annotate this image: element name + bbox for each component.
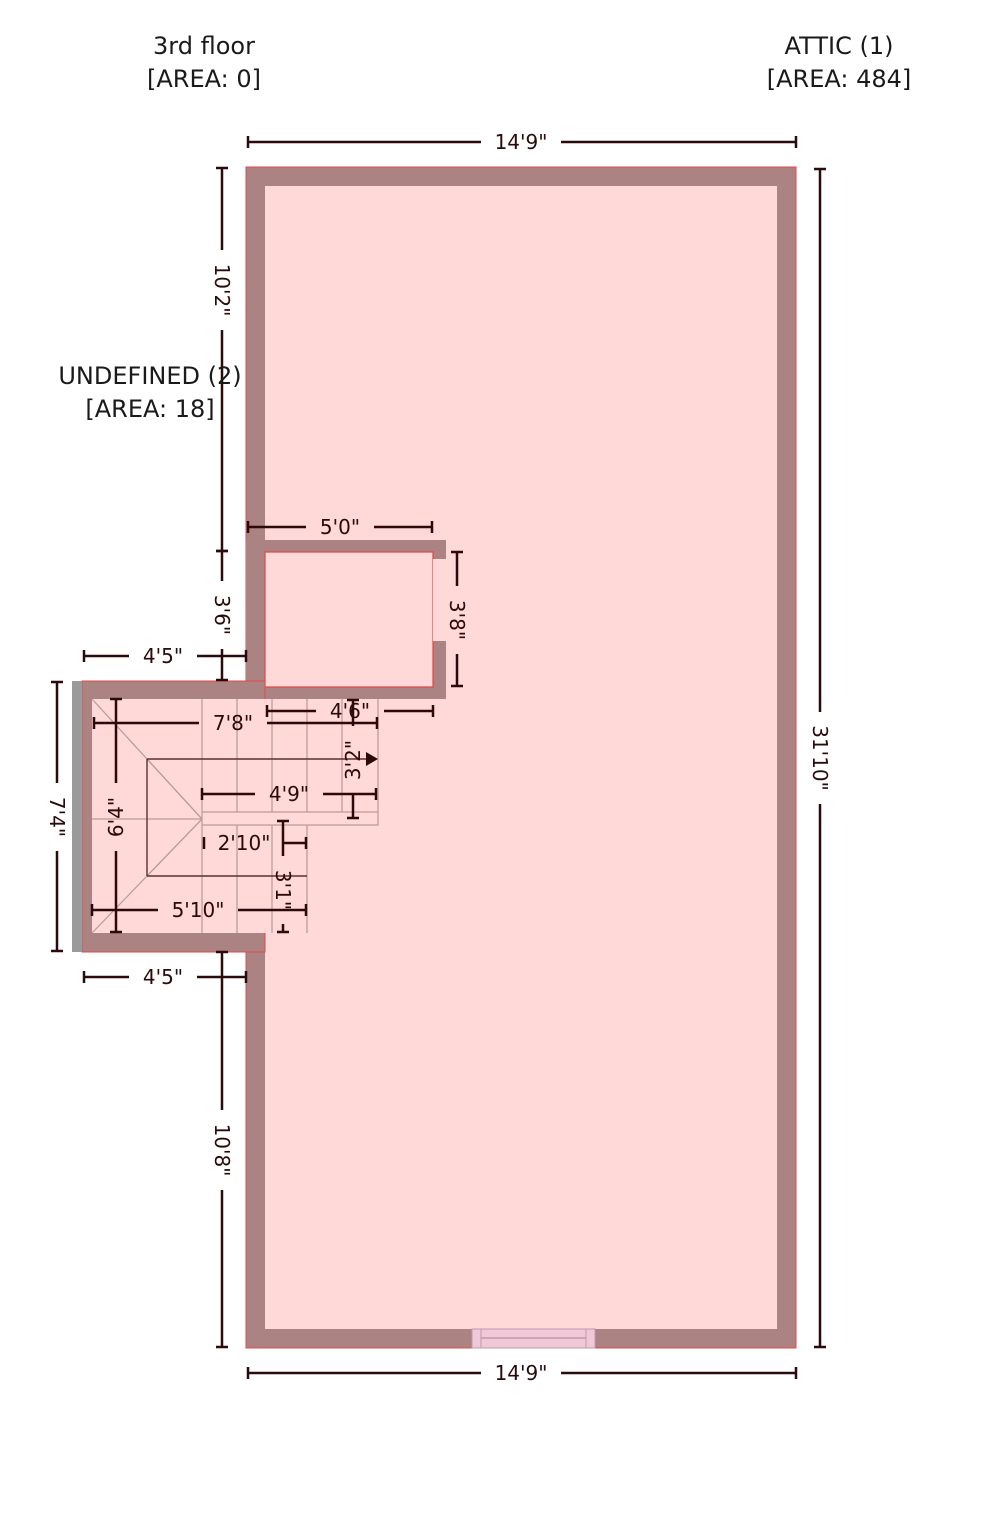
dimension-label: 3'2" <box>341 740 365 780</box>
walls <box>72 166 797 1349</box>
dimension-label: 10'2" <box>210 264 234 317</box>
stair-room-join <box>246 699 446 933</box>
dimension-label: 3'6" <box>210 595 234 635</box>
stair-line <box>146 758 203 820</box>
dimension-line: 4'5" <box>82 644 248 668</box>
dimension-line: 14'9" <box>246 130 798 154</box>
dimension-label: 3'8" <box>445 600 469 640</box>
dimension-label: 5'0" <box>320 515 360 539</box>
dimension-line: 10'2" <box>210 166 234 553</box>
undefined-room-name: UNDEFINED (2) <box>58 362 241 390</box>
dimension-line: 5'10" <box>90 898 308 922</box>
stair-direction-arrow-icon <box>366 752 378 766</box>
closet-floor[interactable] <box>264 551 434 688</box>
dimension-line: 7'4" <box>45 680 69 953</box>
dimension-label: 4'6" <box>330 699 370 723</box>
attic-room-area: [AREA: 484] <box>767 65 912 93</box>
dimension-label: 4'5" <box>143 965 183 989</box>
floor-name: 3rd floor <box>153 32 255 60</box>
dimension-line: 7'8" <box>92 711 379 735</box>
dimension-label: 3'1" <box>271 870 295 910</box>
dimension-line: 4'6" <box>265 699 435 723</box>
closet-opening <box>433 559 446 641</box>
dimension-label: 4'9" <box>269 782 309 806</box>
dimension-label: 5'10" <box>172 898 225 922</box>
dimension-line: 10'8" <box>210 950 234 1349</box>
dimension-label: 6'4" <box>104 797 128 837</box>
dimension-label: 14'9" <box>495 1361 548 1385</box>
dimension-line: 5'0" <box>246 515 434 539</box>
dimension-line: 6'4" <box>104 697 128 934</box>
dimension-label: 7'8" <box>213 711 253 735</box>
dimension-label: 4'5" <box>143 644 183 668</box>
dimension-label: 7'4" <box>45 797 69 837</box>
dimension-line: 3'8" <box>445 550 469 688</box>
window[interactable] <box>471 1328 596 1349</box>
dimension-line: 4'9" <box>200 782 378 806</box>
attic-room-name: ATTIC (1) <box>785 32 894 60</box>
floor-area: [AREA: 0] <box>147 65 261 93</box>
stair-line <box>146 818 203 877</box>
dimension-line: 2'10" <box>202 831 308 855</box>
undefined-room-area: [AREA: 18] <box>85 395 214 423</box>
dimension-line: 3'1" <box>271 819 295 934</box>
dimension-label: 10'8" <box>210 1124 234 1177</box>
dimension-label: 2'10" <box>218 831 271 855</box>
dimension-line: 14'9" <box>246 1361 798 1385</box>
dimension-line: 3'2" <box>341 698 365 820</box>
dimensions: 14'9" 14'9" 31'10" 10'2" 3'6" 4'5" 4'5" 7'4" 5'0… <box>45 130 832 1385</box>
dimension-label: 14'9" <box>495 130 548 154</box>
dimension-line: 31'10" <box>808 167 832 1349</box>
dimension-label: 31'10" <box>808 725 832 791</box>
labels: 3rd floor [AREA: 0] ATTIC (1) [AREA: 484… <box>58 32 911 423</box>
dimension-line: 3'6" <box>210 549 234 682</box>
exterior-wall <box>72 681 82 952</box>
